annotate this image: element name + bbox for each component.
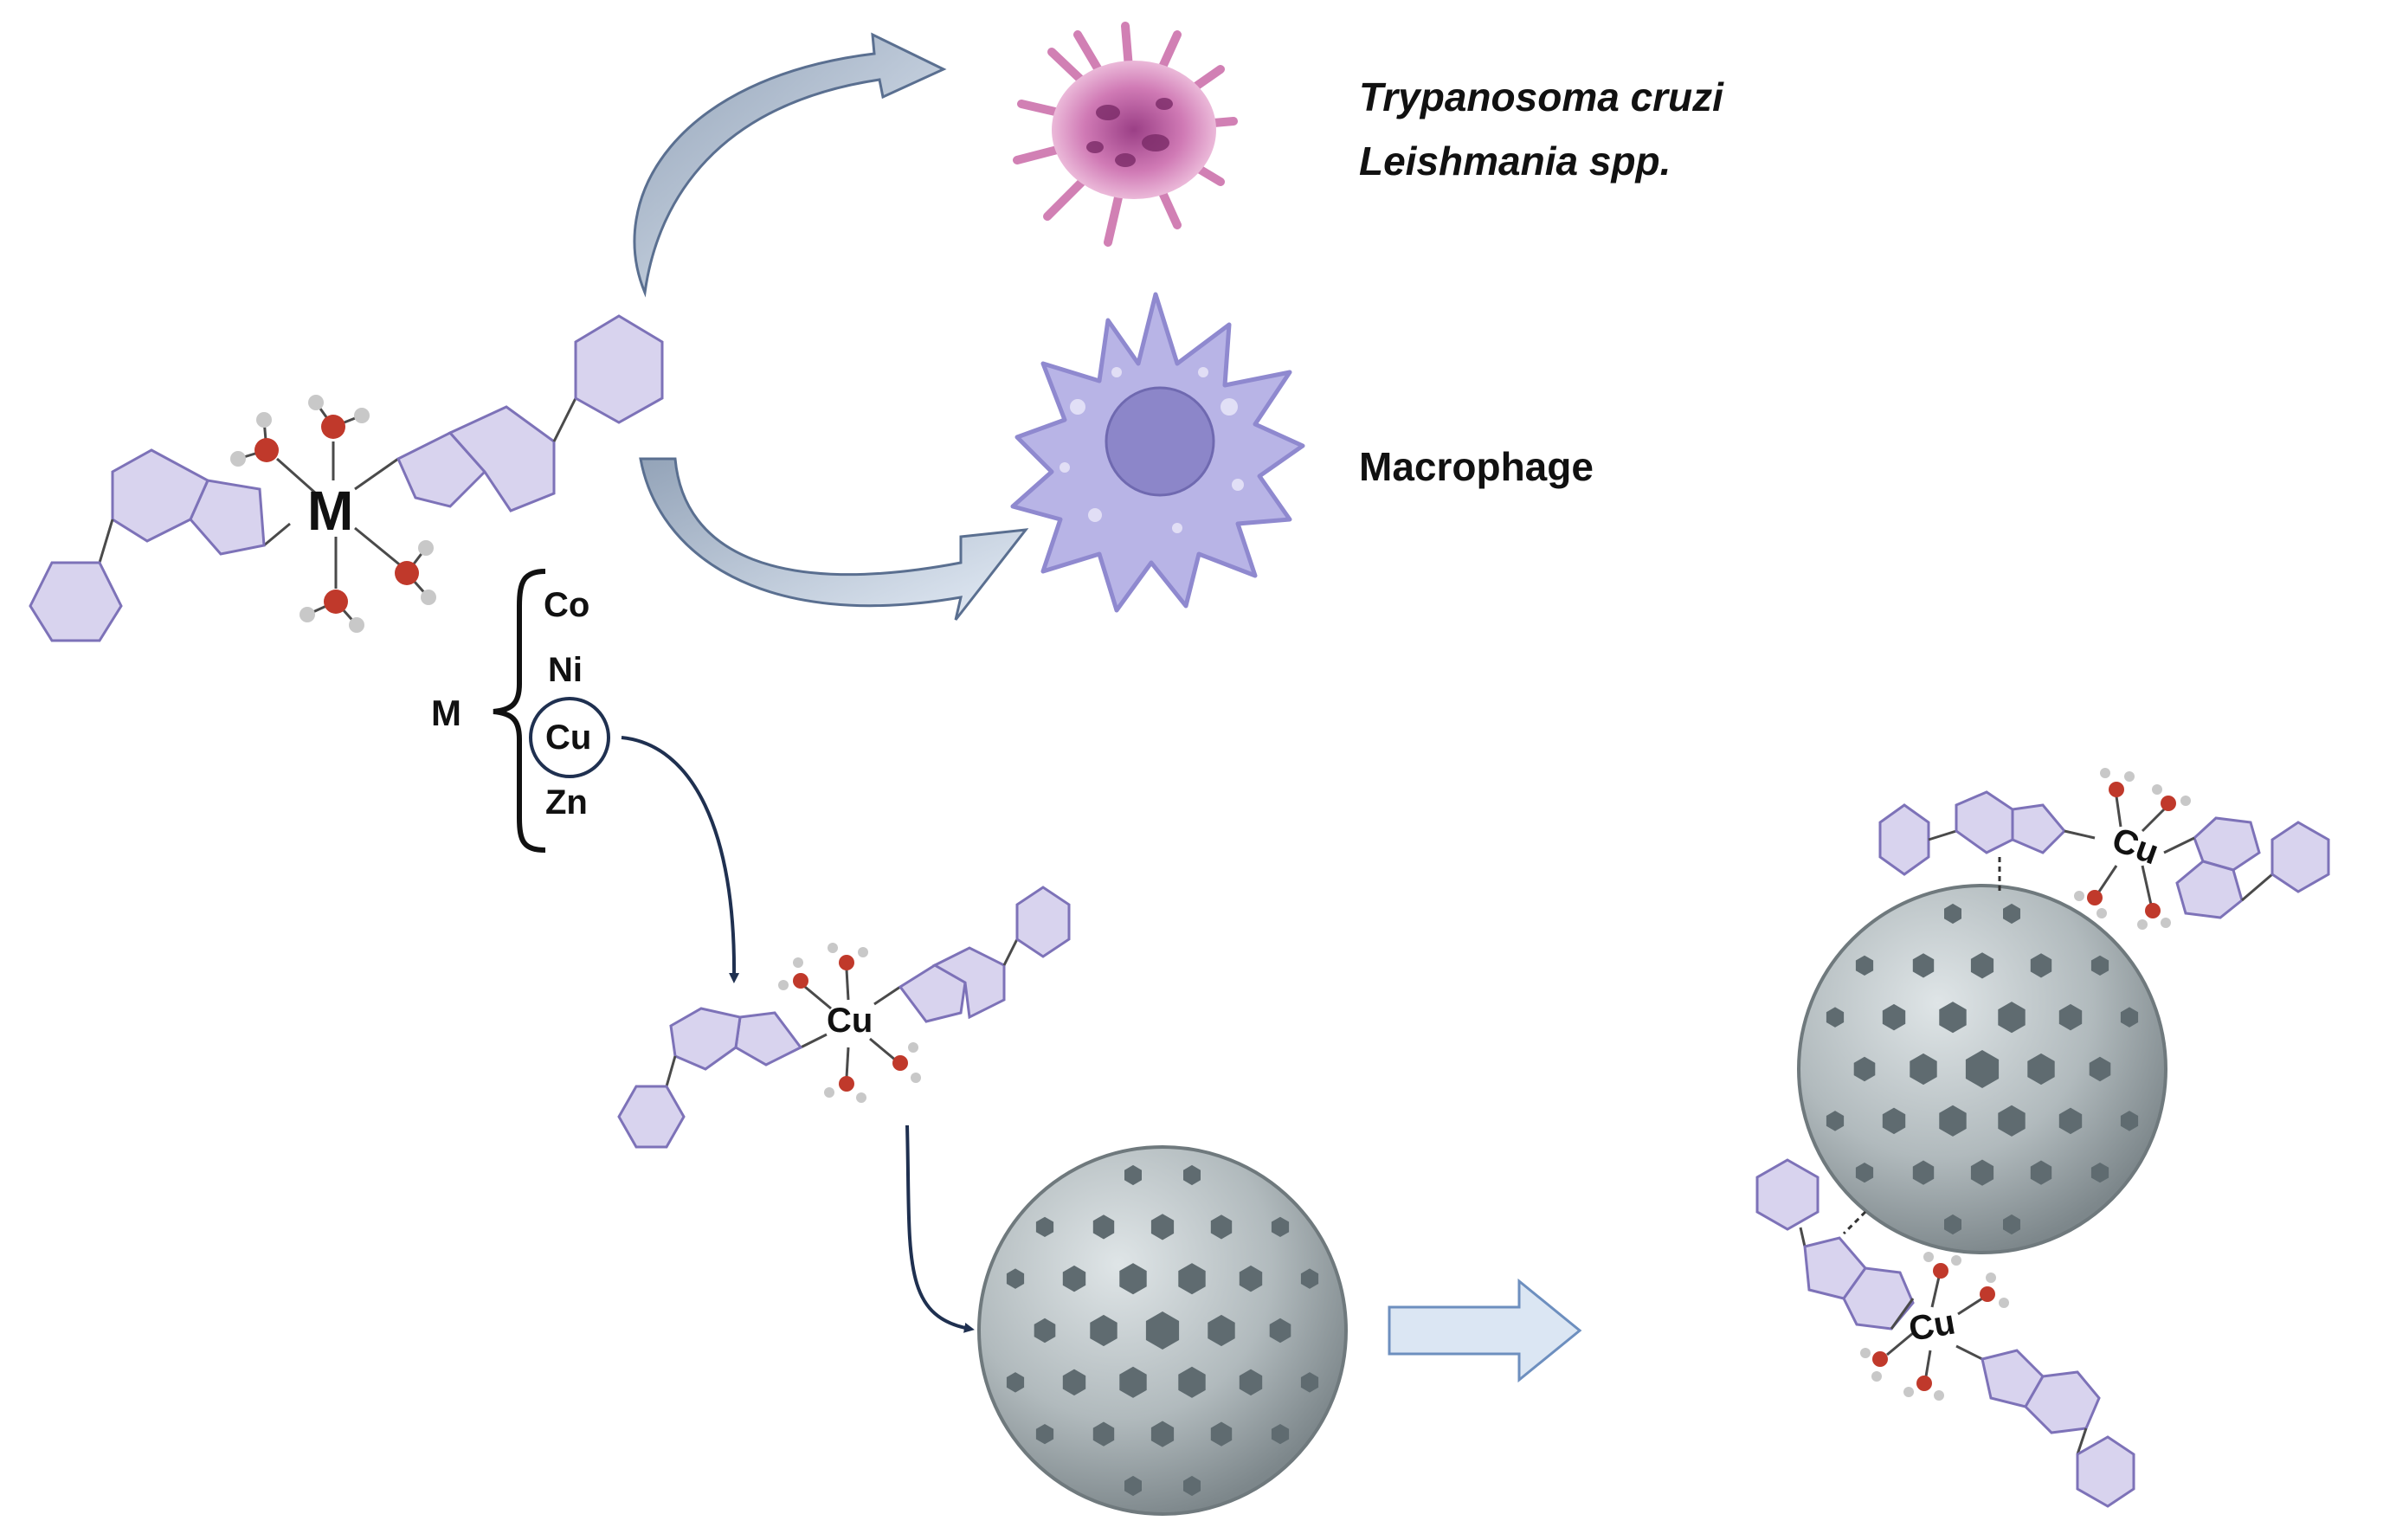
parasite-name-line2: Leishmania spp. bbox=[1359, 139, 1671, 184]
sphere-pore bbox=[1300, 1372, 1319, 1393]
sphere-pore bbox=[1944, 1214, 1961, 1235]
sphere-pore bbox=[1183, 1164, 1201, 1186]
metal-center-symbol: M bbox=[307, 480, 353, 542]
sphere-pore bbox=[1826, 1111, 1845, 1131]
sphere-pore bbox=[1092, 1215, 1115, 1240]
sphere-pore bbox=[1910, 1053, 1937, 1086]
sphere-pore bbox=[2090, 955, 2109, 976]
sphere-pore bbox=[1145, 1311, 1180, 1350]
sphere-pore bbox=[2003, 903, 2020, 925]
sphere-pore bbox=[1300, 1268, 1319, 1289]
sphere-pore bbox=[1882, 1107, 1906, 1135]
sphere-pore bbox=[1239, 1369, 1263, 1396]
sphere-pore bbox=[1210, 1215, 1233, 1240]
sphere-pore bbox=[1239, 1265, 1263, 1292]
cu-complex-bottom-right: Cu bbox=[1755, 1158, 2135, 1508]
sphere-pore bbox=[2090, 1163, 2109, 1183]
sphere-pore bbox=[1062, 1265, 1086, 1292]
metal-option-co: Co bbox=[544, 586, 589, 624]
metal-group-label: M bbox=[431, 693, 461, 733]
sphere-pore bbox=[1271, 1216, 1290, 1237]
sphere-pore bbox=[1965, 1050, 2000, 1088]
cu-complex-top-right: Cu bbox=[1878, 768, 2330, 930]
sphere-pore bbox=[1970, 1159, 1994, 1186]
sphere-pore bbox=[1034, 1318, 1056, 1343]
curved-arrow-to-macrophage bbox=[639, 457, 1029, 621]
sphere-pore bbox=[1124, 1164, 1142, 1186]
metal-option-zn: Zn bbox=[545, 783, 588, 822]
sphere-pore bbox=[1882, 1003, 1906, 1031]
sphere-pore bbox=[2089, 1056, 2111, 1082]
sphere-pore bbox=[1035, 1216, 1054, 1237]
curved-arrow-to-parasite bbox=[633, 32, 947, 298]
sphere-pore bbox=[1090, 1314, 1117, 1347]
sphere-pore bbox=[2003, 1214, 2020, 1235]
metal-options-group: M Co Ni Cu Zn bbox=[431, 569, 610, 853]
sphere-pore bbox=[1855, 1163, 1874, 1183]
sphere-pore bbox=[1183, 1475, 1201, 1497]
cu-selection-circle bbox=[529, 697, 610, 778]
water-molecules-main bbox=[230, 395, 436, 633]
cu-top-right-symbol: Cu bbox=[2107, 821, 2163, 873]
sphere-pore bbox=[2120, 1111, 2139, 1131]
sphere-pore bbox=[2058, 1003, 2083, 1031]
sphere-pore bbox=[1855, 955, 1874, 976]
curly-brace bbox=[493, 569, 546, 853]
cu-complex-small: Cu bbox=[617, 886, 1071, 1149]
metal-option-ni: Ni bbox=[548, 651, 583, 689]
sphere-pore bbox=[2030, 1160, 2052, 1185]
sphere-pore bbox=[1150, 1214, 1175, 1240]
sphere-pore bbox=[1912, 1160, 1935, 1185]
sphere-pore bbox=[1092, 1421, 1115, 1447]
sphere-pore bbox=[1119, 1366, 1147, 1398]
sphere-pore bbox=[1178, 1366, 1206, 1398]
macrophage-label: Macrophage bbox=[1359, 444, 1594, 489]
arrow-cu-to-complex bbox=[621, 736, 740, 983]
block-arrow-right bbox=[1388, 1278, 1582, 1383]
sphere-pore bbox=[2120, 1007, 2139, 1028]
sphere-pore bbox=[2058, 1107, 2083, 1135]
sphere-pore bbox=[1035, 1424, 1054, 1445]
sphere-pore bbox=[1826, 1007, 1845, 1028]
parasite-illustration bbox=[1013, 22, 1238, 247]
sphere-pore bbox=[1853, 1056, 1876, 1082]
macrophage-illustration bbox=[1010, 292, 1305, 613]
sphere-pore bbox=[1208, 1314, 1235, 1347]
sphere-pore bbox=[1944, 903, 1961, 925]
sphere-pore bbox=[1939, 1002, 1967, 1034]
sphere-pore bbox=[1998, 1105, 2026, 1137]
sphere-pore bbox=[1939, 1105, 1967, 1137]
sphere-pore bbox=[1269, 1318, 1291, 1343]
sphere-pore bbox=[1062, 1369, 1086, 1396]
sphere-pore bbox=[2030, 953, 2052, 978]
metal-complex-main: M bbox=[29, 314, 664, 642]
sphere-pore bbox=[1006, 1372, 1025, 1393]
sphere-pore bbox=[1119, 1263, 1147, 1295]
metal-option-cu: Cu bbox=[545, 718, 591, 757]
sphere-pore bbox=[1998, 1002, 2026, 1034]
nanoparticle-sphere bbox=[977, 1145, 1348, 1516]
sphere-pore bbox=[1124, 1475, 1142, 1497]
sphere-pore bbox=[1150, 1421, 1175, 1447]
cu-small-symbol: Cu bbox=[827, 1002, 873, 1040]
sphere-pore bbox=[1210, 1421, 1233, 1447]
parasite-name-line1: Trypanosoma cruzi bbox=[1359, 74, 1724, 119]
sphere-pore bbox=[1006, 1268, 1025, 1289]
sphere-pore bbox=[1970, 952, 1994, 979]
functionalized-nanoparticle: Cu Cu bbox=[1755, 768, 2330, 1508]
sphere-pore bbox=[1178, 1263, 1206, 1295]
sphere-pore bbox=[1271, 1424, 1290, 1445]
cu-bottom-right-symbol: Cu bbox=[1906, 1303, 1958, 1349]
arrow-complex-to-sphere bbox=[905, 1124, 975, 1333]
sphere-pore bbox=[1912, 953, 1935, 978]
sphere-pore bbox=[2027, 1053, 2055, 1086]
